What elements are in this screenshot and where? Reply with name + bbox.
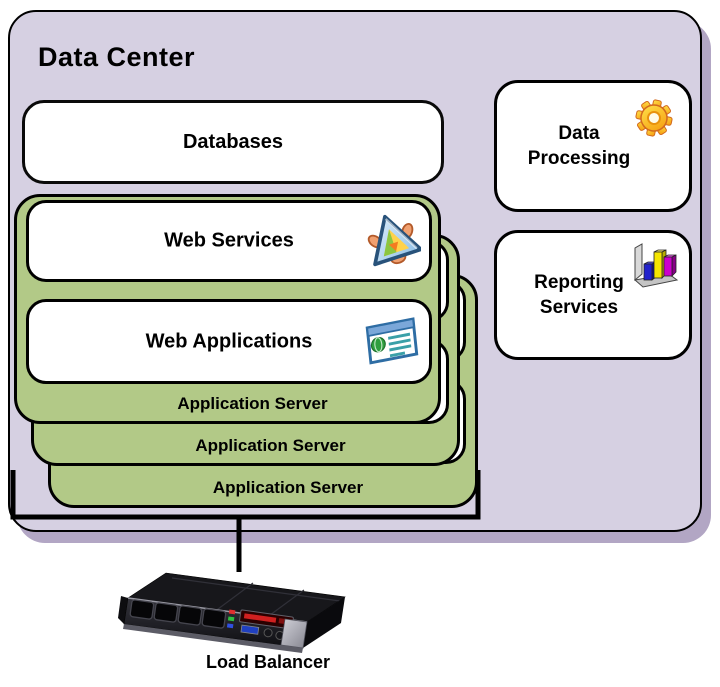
web-services-icon <box>363 210 423 273</box>
application-server-label: Application Server <box>212 478 364 497</box>
load-balancer-label: Load Balancer <box>205 652 331 672</box>
web-applications-label: Web Applications <box>145 330 313 352</box>
web-applications-box: Web Applications <box>26 299 432 384</box>
reporting-services-label: Reporting Services <box>534 272 624 318</box>
load-balancer-appliance-image <box>118 572 346 653</box>
databases-label: Databases <box>182 130 284 153</box>
data-center-container: Data Center Databases Application Server… <box>8 10 702 532</box>
databases-box: Databases <box>22 100 444 184</box>
application-server-label: Application Server <box>177 394 328 413</box>
gear-icon <box>633 97 675 144</box>
bar-chart-icon <box>629 242 679 295</box>
application-server-label: Application Server <box>195 436 346 455</box>
data-processing-box: Data Processing <box>494 80 692 212</box>
data-processing-label: Data Processing <box>527 123 631 169</box>
web-services-label: Web Services <box>164 229 294 252</box>
application-server-box-1: Web Services <box>14 194 441 424</box>
reporting-services-box: Reporting Services <box>494 230 692 360</box>
data-center-title: Data Center <box>38 42 196 72</box>
web-app-window-icon <box>365 312 421 371</box>
web-services-box: Web Services <box>26 200 432 282</box>
